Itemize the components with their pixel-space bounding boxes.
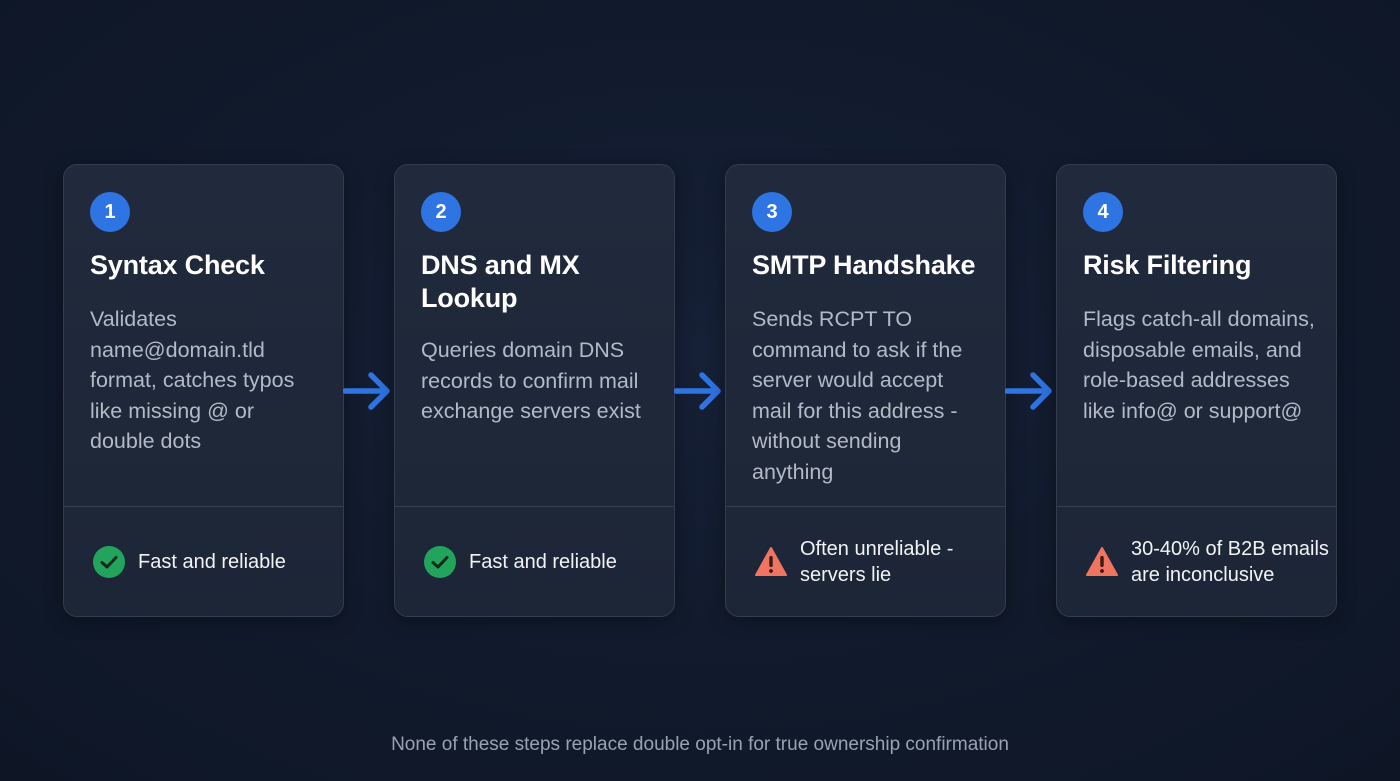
step-status-text: 30-40% of B2B emails are inconclusive — [1131, 538, 1329, 586]
card-divider — [64, 506, 343, 507]
arrow-right-icon — [343, 372, 390, 410]
step-card-dns-mx-lookup: 2 DNS and MX Lookup Queries domain DNS r… — [394, 164, 675, 617]
card-divider — [395, 506, 674, 507]
arrow-right-icon — [1005, 372, 1052, 410]
arrow-right-icon — [674, 372, 721, 410]
check-circle-icon — [423, 545, 457, 579]
step-title: Syntax Check — [90, 250, 265, 280]
step-description: Validates name@domain.tld format, catche… — [90, 307, 295, 454]
check-circle-icon — [92, 545, 126, 579]
step-status: 30-40% of B2B emails are inconclusive — [1085, 507, 1332, 617]
step-description: Queries domain DNS records to confirm ma… — [421, 338, 641, 424]
step-card-syntax-check: 1 Syntax Check Validates name@domain.tld… — [63, 164, 344, 617]
step-number-badge: 4 — [1083, 192, 1123, 232]
warning-triangle-icon — [1085, 545, 1119, 579]
step-number-badge: 2 — [421, 192, 461, 232]
step-status: Fast and reliable — [92, 507, 339, 617]
step-number-badge: 1 — [90, 192, 130, 232]
step-card-smtp-handshake: 3 SMTP Handshake Sends RCPT TO command t… — [725, 164, 1006, 617]
step-card-risk-filtering: 4 Risk Filtering Flags catch-all domains… — [1056, 164, 1337, 617]
step-status: Fast and reliable — [423, 507, 670, 617]
step-number-badge: 3 — [752, 192, 792, 232]
step-status-text: Fast and reliable — [138, 551, 286, 573]
warning-triangle-icon — [754, 545, 788, 579]
step-status-text: Fast and reliable — [469, 551, 617, 573]
card-divider — [1057, 506, 1336, 507]
step-title: Risk Filtering — [1083, 250, 1252, 280]
footnote-caption: None of these steps replace double opt-i… — [391, 734, 1009, 755]
card-divider — [726, 506, 1005, 507]
step-description: Flags catch-all domains, disposable emai… — [1083, 307, 1315, 423]
step-description: Sends RCPT TO command to ask if the serv… — [752, 307, 963, 484]
step-title: SMTP Handshake — [752, 250, 976, 280]
step-title: DNS and MX Lookup — [421, 250, 580, 313]
step-status: Often unreliable - servers lie — [754, 507, 1001, 617]
step-status-text: Often unreliable - servers lie — [800, 538, 954, 586]
